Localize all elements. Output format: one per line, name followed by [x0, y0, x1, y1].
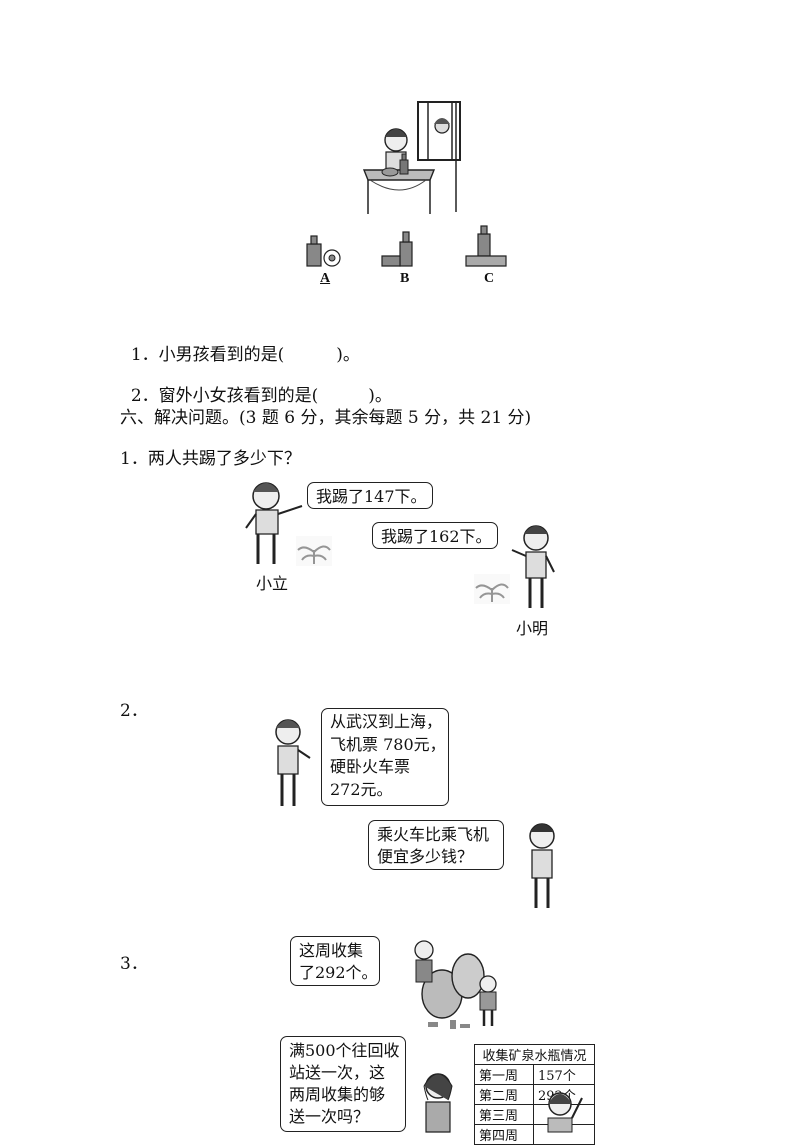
value-cell: 157个 — [533, 1064, 595, 1085]
option-c-figure — [465, 225, 507, 267]
boy-at-table-illustration — [362, 101, 461, 214]
boy-xiaoming-figure — [511, 525, 555, 608]
option-c-label: C — [484, 271, 495, 286]
boy-thinking-figure — [529, 823, 555, 908]
boy-xiaoli-figure — [245, 482, 303, 564]
week-cell: 第四周 — [474, 1124, 534, 1145]
section-heading: 六、解决问题。(3 题 6 分，其余每题 5 分，共 21 分) — [120, 408, 532, 428]
problem-3-number: 3． — [120, 954, 148, 974]
plant-icon — [474, 574, 510, 604]
option-a-label: A — [320, 271, 331, 286]
speech-bubble-recycle-question: 满500个往回收 站送一次，这 两周收集的够 送一次吗？ — [280, 1036, 406, 1132]
girl-pointing-figure — [547, 1092, 583, 1133]
problem-1-title: 1．两人共踢了多少下？ — [120, 449, 301, 469]
table-row: 第一周 157个 — [474, 1064, 595, 1085]
speech-bubble-xiaoli: 我踢了147下。 — [307, 482, 433, 509]
question-2: 2．窗外小女孩看到的是()。 — [130, 386, 392, 406]
speech-bubble-ticket-prices: 从武汉到上海， 飞机票 780元， 硬卧火车票 272元。 — [321, 708, 449, 806]
question-1: 1．小男孩看到的是()。 — [130, 345, 360, 365]
boy-with-ticket-figure — [275, 719, 311, 806]
week-cell: 第二周 — [474, 1084, 534, 1105]
week-cell: 第一周 — [474, 1064, 534, 1085]
speech-bubble-xiaoming: 我踢了162下。 — [372, 522, 498, 549]
plant-icon — [296, 536, 332, 566]
problem-2-number: 2． — [120, 701, 148, 721]
children-collecting-bottles-illustration — [414, 940, 497, 1029]
speech-bubble-collected: 这周收集 了292个。 — [290, 936, 380, 986]
table-title: 收集矿泉水瓶情况 — [474, 1044, 595, 1065]
name-xiaoli: 小立 — [256, 574, 289, 593]
option-b-figure — [381, 231, 413, 267]
option-a-figure — [306, 235, 341, 267]
option-b-label: B — [400, 271, 410, 286]
week-cell: 第三周 — [474, 1104, 534, 1125]
name-xiaoming: 小明 — [516, 619, 549, 638]
table-title-row: 收集矿泉水瓶情况 — [474, 1044, 595, 1065]
girl-figure — [423, 1073, 453, 1133]
speech-bubble-question: 乘火车比乘飞机 便宜多少钱？ — [368, 820, 504, 870]
